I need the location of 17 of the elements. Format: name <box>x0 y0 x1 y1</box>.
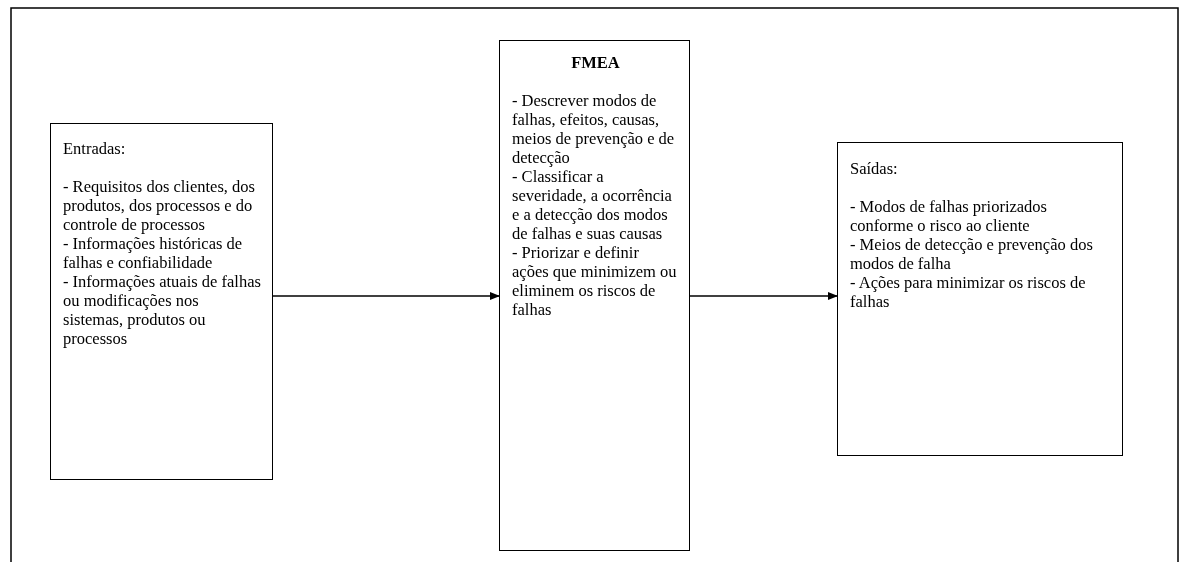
list-item: - Classificar a severidade, a ocorrência e a detecção dos modos de falhas e suas causas <box>512 167 673 243</box>
list-item: - Requisitos dos clientes, dos produtos, dos processos e do controle de processos <box>63 177 257 234</box>
list-item: - Modos de falhas priorizados conforme o risco ao cliente <box>850 197 1049 235</box>
arrow <box>272 292 500 300</box>
list-item: - Priorizar e definir ações que minimizem ou eliminem os riscos de falhas <box>512 243 678 319</box>
process-box <box>499 40 690 551</box>
input-box <box>50 123 273 480</box>
list-item: - Informações históricas de falhas e confiabilidade <box>63 234 244 272</box>
list-item: - Descrever modos de falhas, efeitos, causas, meios de prevenção e de detecção <box>512 91 676 167</box>
output-box <box>837 142 1123 456</box>
box-heading: Saídas: <box>850 159 899 178</box>
box-heading: Entradas: <box>63 139 127 158</box>
list-item: - Informações atuais de falhas ou modificações nos sistemas, produtos ou processos <box>63 272 262 348</box>
list-item: - Ações para minimizar os riscos de falhas <box>850 273 1087 311</box>
list-item: - Meios de detecção e prevenção dos modos de falha <box>850 235 1094 273</box>
arrow <box>689 292 838 300</box>
box-title: FMEA <box>570 53 621 72</box>
